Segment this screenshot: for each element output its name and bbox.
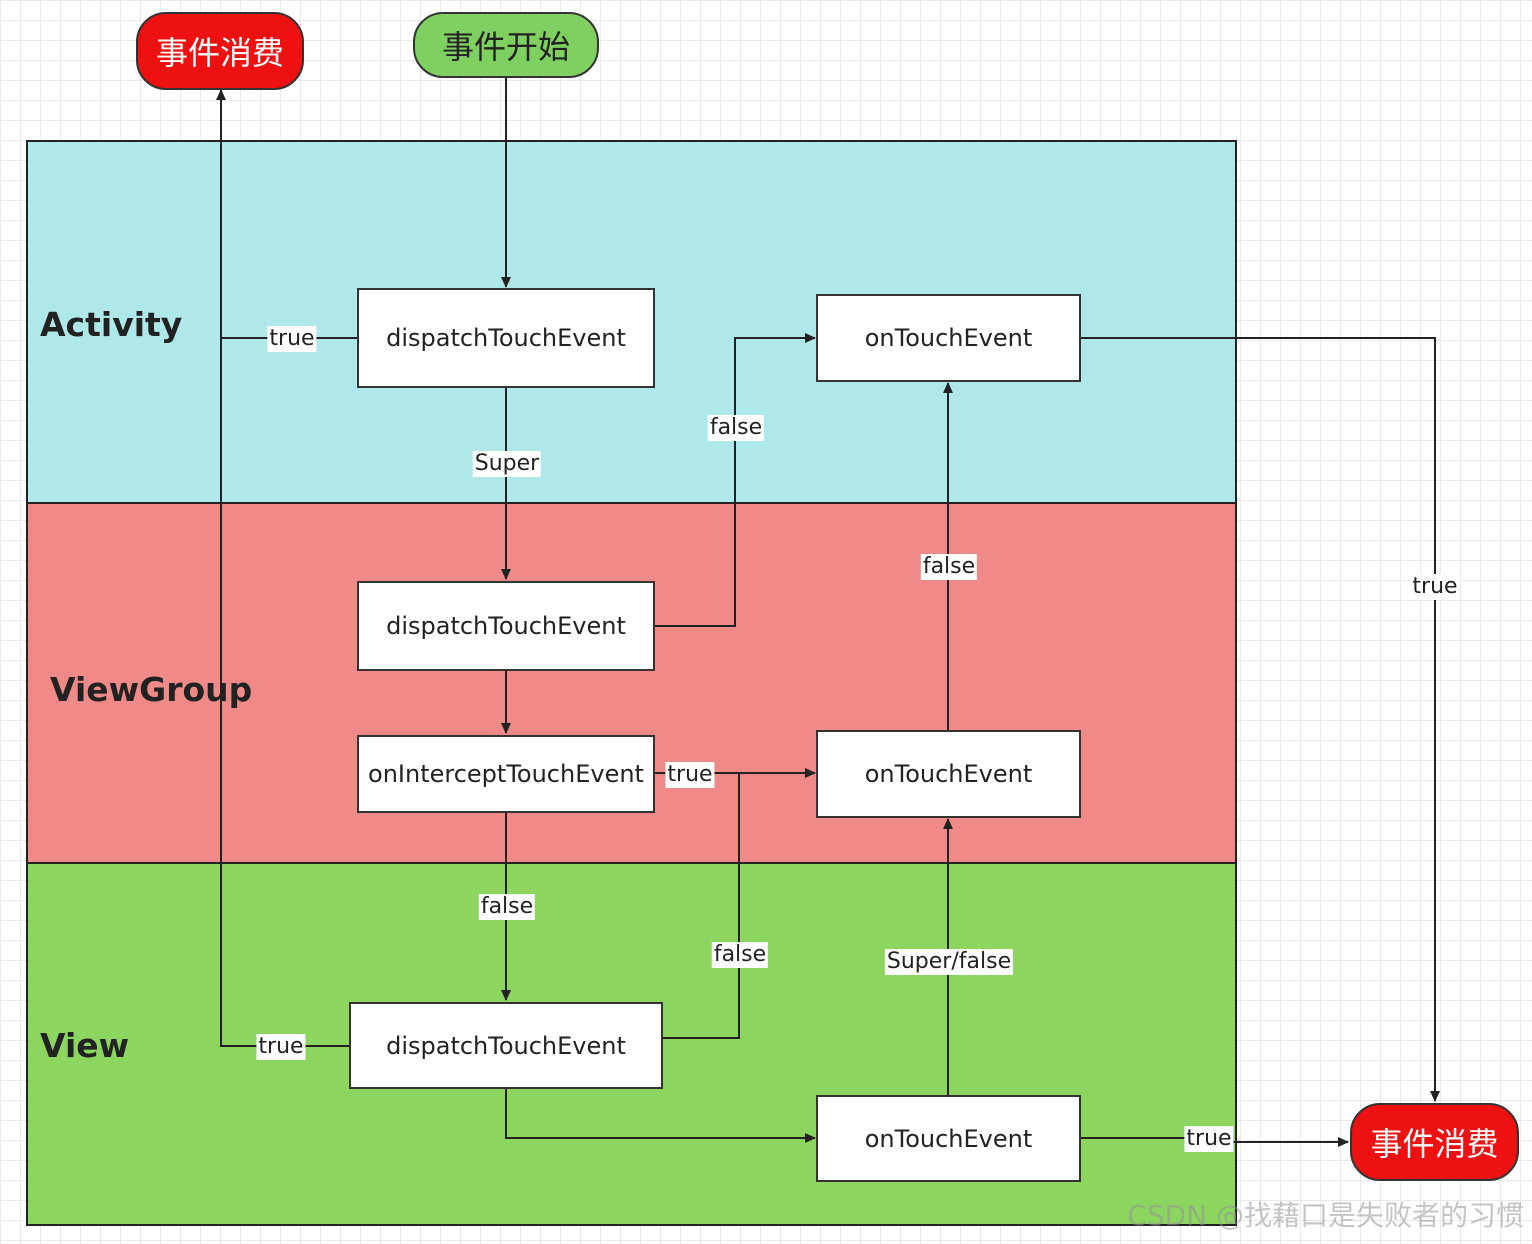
edge-view-dispatch-false	[662, 773, 740, 1039]
view-dispatch-touch-event-node: dispatchTouchEvent	[349, 1002, 663, 1089]
edge-label-view-true: true	[256, 1034, 306, 1060]
edge-label-view-super-false: Super/false	[884, 949, 1014, 975]
activity-on-touch-event-node: onTouchEvent	[816, 294, 1081, 382]
watermark: CSDN @找藉口是失败者的习惯	[1127, 1199, 1524, 1232]
edge-label-vg-dispatch-false: false	[707, 415, 765, 441]
edge-vg-dispatch-false	[654, 333, 816, 627]
edge-label-intercept-true: true	[665, 762, 715, 788]
edge-label-super: Super	[472, 451, 542, 477]
event-consumed-bottom-terminal: 事件消费	[1350, 1103, 1519, 1181]
viewgroup-dispatch-touch-event-node: dispatchTouchEvent	[357, 581, 655, 671]
event-consumed-top-terminal: 事件消费	[136, 12, 304, 90]
viewgroup-on-intercept-touch-event-node: onInterceptTouchEvent	[357, 735, 655, 813]
edge-activity-ontouch-true	[1080, 337, 1440, 1102]
edge-view-dispatch-true	[220, 338, 349, 1047]
edge-view-dispatch-to-ontouch	[505, 1088, 816, 1143]
edge-activity-dispatch-true	[216, 89, 357, 339]
activity-dispatch-touch-event-node: dispatchTouchEvent	[357, 288, 655, 388]
view-lane-label: View	[40, 1026, 130, 1065]
activity-lane-label: Activity	[40, 305, 183, 344]
edge-label-intercept-false: false	[478, 894, 536, 920]
edge-label-vg-ontouch-false: false	[920, 554, 978, 580]
edge-label-view-dispatch-false: false	[711, 942, 769, 968]
viewgroup-on-touch-event-node: onTouchEvent	[816, 730, 1081, 818]
event-start-terminal: 事件开始	[413, 12, 599, 78]
edge-label-activity-true: true	[267, 326, 317, 352]
viewgroup-lane-label: ViewGroup	[50, 670, 253, 709]
edge-label-view-ontouch-true: true	[1184, 1126, 1234, 1152]
edge-label-activity-ontouch-true: true	[1410, 574, 1460, 600]
view-on-touch-event-node: onTouchEvent	[816, 1095, 1081, 1182]
